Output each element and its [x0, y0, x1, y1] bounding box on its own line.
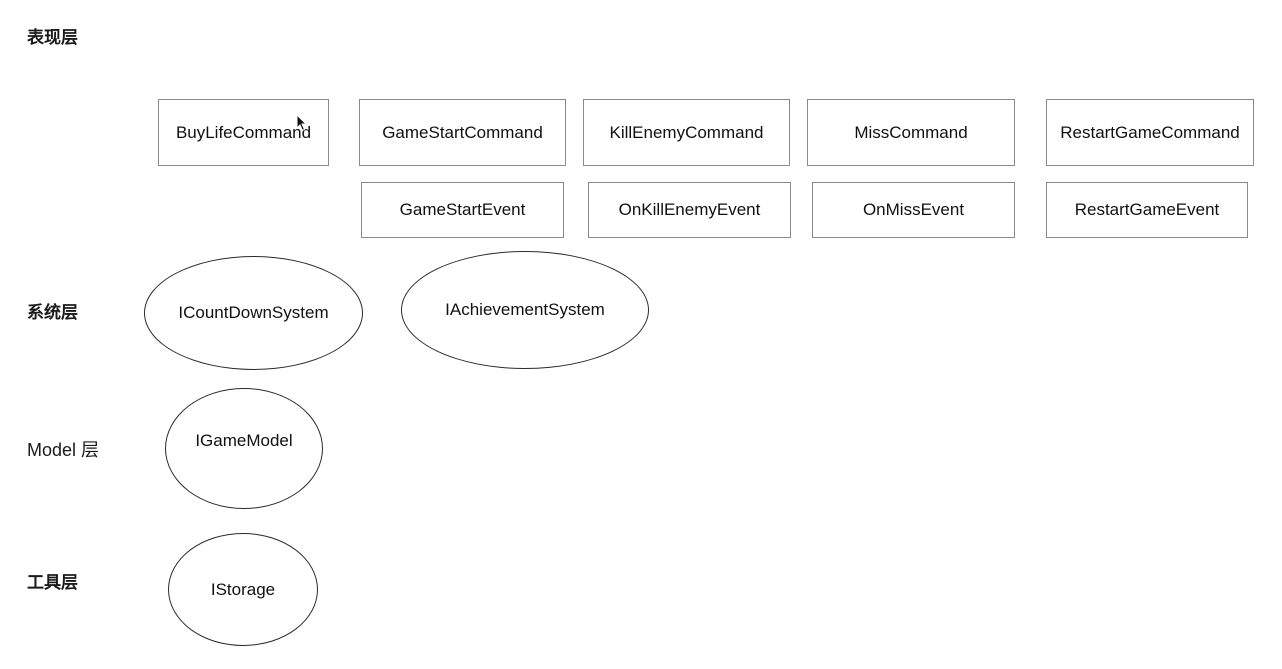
command-box-restartgame: RestartGameCommand: [1046, 99, 1254, 166]
utility-ellipse-storage: IStorage: [168, 533, 318, 646]
event-box-gamestart: GameStartEvent: [361, 182, 564, 238]
system-ellipse-achievement: IAchievementSystem: [401, 251, 649, 369]
command-box-miss: MissCommand: [807, 99, 1015, 166]
command-box-killenemy: KillEnemyCommand: [583, 99, 790, 166]
system-ellipse-countdown: ICountDownSystem: [144, 256, 363, 370]
mouse-pointer-icon: [296, 114, 308, 132]
command-box-gamestart: GameStartCommand: [359, 99, 566, 166]
layer-label-presentation: 表现层: [27, 28, 78, 48]
event-box-onmiss: OnMissEvent: [812, 182, 1015, 238]
layer-label-utility: 工具层: [27, 573, 78, 593]
event-box-onkillenemy: OnKillEnemyEvent: [588, 182, 791, 238]
layer-label-model: Model 层: [27, 440, 100, 460]
model-ellipse-gamemodel: IGameModel: [165, 388, 323, 509]
layer-label-system: 系统层: [27, 303, 78, 323]
event-box-restartgame: RestartGameEvent: [1046, 182, 1248, 238]
command-box-buylife: BuyLifeCommand: [158, 99, 329, 166]
